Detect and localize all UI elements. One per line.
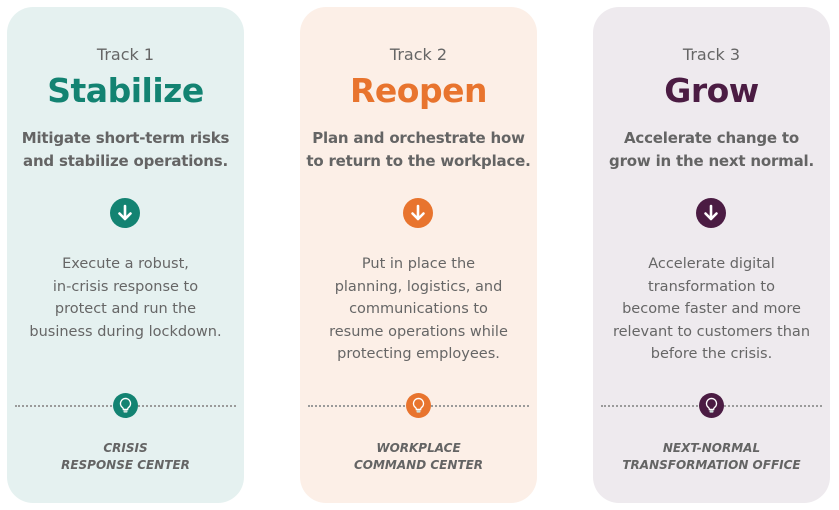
track-card-3: Track 3 Grow Accelerate change to grow in… bbox=[593, 7, 830, 503]
track-title: Reopen bbox=[350, 71, 487, 110]
footer-line: TRANSFORMATION OFFICE bbox=[622, 458, 801, 472]
body-line: transformation to bbox=[648, 278, 775, 295]
track-card-1: Track 1 Stabilize Mitigate short-term ri… bbox=[7, 7, 244, 503]
track-label: Track 3 bbox=[682, 45, 741, 64]
body-line: relevant to customers than bbox=[612, 323, 811, 340]
body-line: Execute a robust, bbox=[62, 256, 189, 272]
footer-line: WORKPLACE bbox=[376, 441, 461, 455]
subtitle-line: to return to the workplace. bbox=[306, 152, 531, 170]
body-line: resume operations while bbox=[329, 323, 508, 340]
arrow-down-icon bbox=[110, 198, 140, 228]
subtitle-line: and stabilize operations. bbox=[23, 152, 228, 170]
footer-line: RESPONSE CENTER bbox=[61, 458, 190, 472]
footer-line: COMMAND CENTER bbox=[353, 458, 484, 472]
subtitle-line: Accelerate change to bbox=[624, 129, 799, 147]
body-line: in-crisis response to bbox=[52, 278, 199, 295]
track-card-2: Track 2 Reopen Plan and orchestrate how t… bbox=[300, 7, 537, 503]
lightbulb-icon bbox=[406, 393, 431, 418]
body-line: before the crisis. bbox=[650, 346, 773, 363]
track-office: CRISIS RESPONSE CENTER bbox=[7, 440, 244, 474]
track-description: Put in place the planning, logistics, and… bbox=[300, 253, 537, 366]
body-line: business during lockdown. bbox=[29, 323, 222, 340]
subtitle-line: Mitigate short-term risks bbox=[21, 129, 230, 147]
body-line: communications to bbox=[349, 301, 488, 318]
track-title: Stabilize bbox=[47, 71, 204, 110]
subtitle-line: Plan and orchestrate how bbox=[312, 129, 525, 147]
lightbulb-icon bbox=[113, 393, 138, 418]
body-line: protecting employees. bbox=[337, 346, 500, 363]
track-subtitle: Accelerate change to grow in the next nor… bbox=[593, 127, 830, 173]
track-subtitle: Mitigate short-term risks and stabilize o… bbox=[7, 127, 244, 173]
track-label: Track 2 bbox=[389, 45, 448, 64]
arrow-down-icon bbox=[403, 198, 433, 228]
track-office: NEXT-NORMAL TRANSFORMATION OFFICE bbox=[593, 440, 830, 474]
track-title: Grow bbox=[664, 71, 759, 110]
body-line: become faster and more bbox=[622, 301, 801, 318]
body-line: Accelerate digital bbox=[648, 256, 775, 272]
track-subtitle: Plan and orchestrate how to return to the… bbox=[300, 127, 537, 173]
arrow-down-icon bbox=[696, 198, 726, 228]
body-line: protect and run the bbox=[54, 301, 197, 318]
track-office: WORKPLACE COMMAND CENTER bbox=[300, 440, 537, 474]
body-line: planning, logistics, and bbox=[334, 278, 503, 295]
footer-line: CRISIS bbox=[103, 441, 148, 455]
track-description: Accelerate digital transformation to becom… bbox=[593, 253, 830, 366]
track-label: Track 1 bbox=[96, 45, 155, 64]
lightbulb-icon bbox=[699, 393, 724, 418]
track-description: Execute a robust, in-crisis response to pr… bbox=[7, 253, 244, 343]
footer-line: NEXT-NORMAL bbox=[662, 441, 761, 455]
body-line: Put in place the bbox=[361, 256, 476, 272]
subtitle-line: grow in the next normal. bbox=[609, 152, 814, 170]
